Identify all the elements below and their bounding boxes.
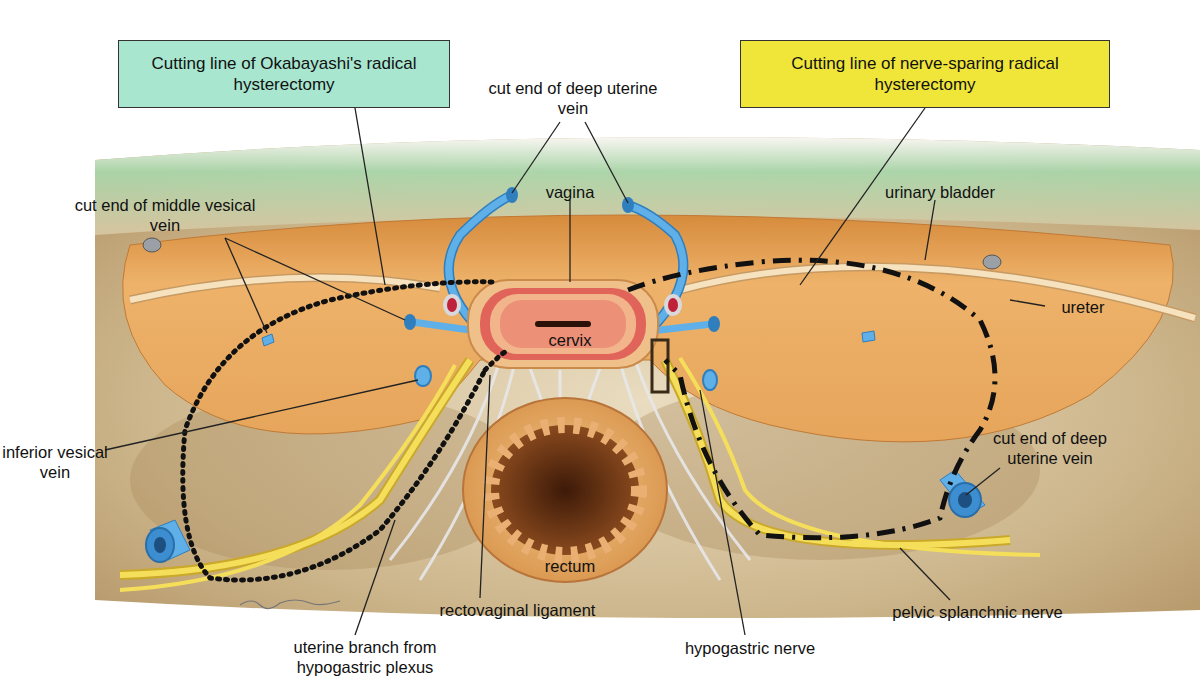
- anatomy-label: vagina: [530, 182, 610, 202]
- callout-box: Cutting line of Okabayashi's radical hys…: [118, 40, 450, 108]
- vein-cut-end: [622, 197, 634, 213]
- leader-line: [355, 108, 385, 285]
- uterine-artery: [447, 298, 457, 312]
- anatomy-label: ureter: [1048, 297, 1118, 317]
- vein-lumen: [154, 537, 166, 553]
- inferior-vesical-vein: [415, 366, 431, 386]
- callout-text-group: Cutting line of Okabayashi's radical hys…: [129, 53, 439, 95]
- cervical-os: [535, 321, 591, 327]
- anatomy-label: hypogastric nerve: [665, 638, 835, 658]
- anatomy-label: rectovaginal ligament: [410, 600, 625, 620]
- ureter: [680, 267, 1195, 318]
- callout-text: Cutting line of nerve-sparing radical hy…: [751, 53, 1099, 95]
- rectum: [463, 398, 667, 582]
- hypogastric-nerve-left: [120, 360, 470, 575]
- nerve-sparing-cutting-line: [628, 260, 995, 537]
- hypogastric-nerve-right: [665, 360, 1010, 545]
- inferior-vesical-vein: [703, 370, 717, 390]
- vein-cut-end: [708, 316, 720, 332]
- callout-text: Cutting line of Okabayashi's radical hys…: [129, 53, 439, 95]
- middle-vesical-vein: [412, 322, 470, 330]
- leader-line: [569, 200, 570, 282]
- leader-line: [900, 548, 950, 600]
- leader-line: [966, 468, 1000, 495]
- nerve-outline: [120, 360, 470, 575]
- cervix: [490, 294, 636, 354]
- anatomy-label: pelvic splanchnic nerve: [870, 602, 1085, 622]
- artist-signature: [240, 600, 340, 609]
- leader-line: [925, 200, 935, 260]
- leader-line: [105, 380, 418, 450]
- leader-line: [355, 520, 395, 635]
- vein-cut-end: [862, 331, 875, 342]
- leader-line: [225, 238, 405, 320]
- vagina: [468, 280, 658, 368]
- leader-line: [1010, 300, 1045, 306]
- urinary-bladder: [123, 215, 1174, 442]
- leader-lines: [105, 108, 1045, 635]
- anatomy-label: rectum: [530, 556, 610, 576]
- vein-cut-end: [506, 187, 518, 203]
- anatomy-label: cut end of deep uterine vein: [975, 428, 1125, 468]
- artery-sheath: [664, 294, 682, 316]
- vein-cut-end: [404, 314, 416, 330]
- ureter-outline: [680, 267, 1195, 318]
- artery-sheath: [443, 294, 461, 316]
- anatomy-label: urinary bladder: [870, 182, 1010, 202]
- anatomy-label: cervix: [530, 330, 610, 350]
- anatomy-label: inferior vesical vein: [0, 442, 110, 482]
- deep-uterine-vein-stump: [146, 528, 174, 562]
- leader-line: [480, 375, 490, 598]
- rectal-lumen: [491, 425, 639, 555]
- vessel-end: [983, 255, 1001, 269]
- middle-vesical-vein: [660, 324, 712, 330]
- pelvic-background: [95, 137, 1200, 618]
- leader-line: [225, 238, 267, 333]
- anatomy-label: uterine branch from hypogastric plexus: [270, 637, 460, 677]
- vessel-end: [143, 238, 161, 252]
- pelvic-splanchnic-nerve-right: [680, 358, 1040, 555]
- vaginal-wall: [480, 288, 646, 360]
- nerve-outline: [665, 360, 1010, 545]
- uterine-artery: [668, 298, 678, 312]
- callout-text-group: Cutting line of nerve-sparing radical hy…: [751, 53, 1099, 95]
- vein-cut-end: [262, 334, 274, 346]
- deep-uterine-vein-stump: [949, 483, 981, 517]
- vein-lumen: [958, 492, 972, 508]
- pelvic-splanchnic-nerve-left: [120, 365, 455, 590]
- nerve-branch-cut: [652, 340, 668, 392]
- rectal-folds: [491, 425, 639, 555]
- leader-line: [512, 122, 560, 193]
- okabayashi-cutting-line: [485, 352, 505, 370]
- leader-line: [700, 390, 745, 635]
- nerves: [120, 358, 1040, 590]
- anatomy-label: cut end of deep uterine vein: [478, 78, 668, 118]
- okabayashi-cutting-line: [183, 282, 492, 580]
- callout-box: Cutting line of nerve-sparing radical hy…: [740, 40, 1110, 108]
- anatomy-label: cut end of middle vesical vein: [70, 195, 260, 235]
